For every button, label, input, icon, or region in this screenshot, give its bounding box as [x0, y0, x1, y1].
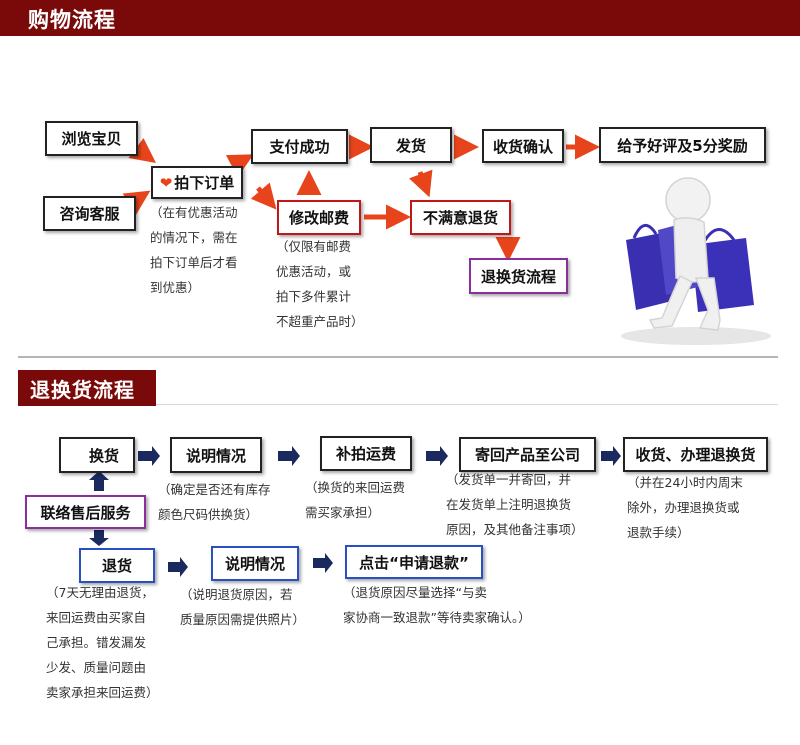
repay-shipping-label: 补拍运费: [336, 443, 396, 464]
shopping-person-illustration: [596, 160, 786, 350]
receive-note-line: 退款手续）: [627, 520, 743, 545]
repay-note-line: （换货的来回运费: [305, 475, 405, 500]
refund-note-line: （7天无理由退货，: [46, 580, 159, 605]
browse-box: 浏览宝贝: [45, 121, 138, 156]
refund-note-line: 少发、质量问题由: [46, 655, 159, 680]
arrow-contact-refund: [89, 530, 109, 546]
arrow-repay-sendback: [426, 446, 448, 466]
receive-note: （并在24小时内周末 除外，办理退换货或 退款手续）: [627, 470, 743, 545]
arrow-sendback-receive: [601, 446, 621, 466]
explain-label-2: 说明情况: [225, 553, 285, 574]
browse-label: 浏览宝贝: [61, 128, 121, 149]
send-back-note-line: （发货单一并寄回，并: [446, 467, 584, 492]
arrow-order-postage: [258, 188, 270, 202]
review-label: 给予好评及5分奖励: [617, 135, 747, 156]
repay-note-line: 需买家承担）: [305, 500, 405, 525]
arrow-explain-apply: [313, 553, 333, 573]
consult-label: 咨询客服: [59, 203, 119, 224]
apply-refund-box: 点击“申请退款”: [345, 545, 483, 579]
exchange-label: 换货: [89, 445, 119, 466]
pay-label: 支付成功: [269, 136, 329, 157]
apply-refund-note: （退货原因尽量选择“与卖 家协商一致退款”等待卖家确认。）: [343, 580, 531, 630]
return-flow-header: 退换货流程: [18, 370, 156, 406]
order-note-line: 拍下订单后才看: [150, 250, 238, 275]
receive-box: 收货确认: [482, 129, 564, 163]
refund-label: 退货: [102, 555, 132, 576]
arrow-contact-exchange: [89, 471, 109, 491]
refund-note-line: 己承担。错发漏发: [46, 630, 159, 655]
repay-note: （换货的来回运费 需买家承担）: [305, 475, 405, 525]
send-back-label: 寄回产品至公司: [475, 444, 580, 465]
explain-note-2-line: 质量原因需提供照片）: [180, 607, 305, 632]
apply-refund-note-line: 家协商一致退款”等待卖家确认。）: [343, 605, 531, 630]
return-flow-title: 退换货流程: [30, 374, 135, 403]
postage-note-line: （仅限有邮费: [276, 234, 364, 259]
unsatisfied-return-box: 不满意退货: [410, 200, 511, 235]
receive-note-line: 除外，办理退换货或: [627, 495, 743, 520]
postage-note: （仅限有邮费 优惠活动，或 拍下多件累计 不超重产品时）: [276, 234, 364, 334]
postage-note-line: 优惠活动，或: [276, 259, 364, 284]
ship-box: 发货: [370, 127, 452, 163]
receive-label: 收货确认: [493, 136, 553, 157]
order-note: （在有优惠活动 的情况下，需在 拍下订单后才看 到优惠）: [150, 200, 238, 300]
unsatisfied-return-label: 不满意退货: [423, 207, 498, 228]
explain-box-2: 说明情况: [211, 546, 299, 581]
refund-box: 退货: [79, 548, 155, 583]
receive-process-box: 收货、办理退换货: [623, 437, 768, 472]
explain-note-2-line: （说明退货原因，若: [180, 582, 305, 607]
send-back-note-line: 在发货单上注明退换货: [446, 492, 584, 517]
order-label: 拍下订单: [174, 172, 234, 193]
arrow-refund-explain: [168, 557, 188, 577]
contact-service-label: 联络售后服务: [40, 502, 130, 523]
refund-note: （7天无理由退货， 来回运费由买家自 己承担。错发漏发 少发、质量问题由 卖家承…: [46, 580, 159, 705]
contact-service-box: 联络售后服务: [25, 495, 146, 529]
explain-box-1: 说明情况: [170, 437, 262, 473]
receive-process-label: 收货、办理退换货: [635, 444, 755, 465]
explain-note-1-line: 颜色尺码供换货）: [158, 502, 271, 527]
arrow-explain-repay: [278, 446, 300, 466]
order-note-line: 的情况下，需在: [150, 225, 238, 250]
postage-note-line: 不超重产品时）: [276, 309, 364, 334]
explain-note-2: （说明退货原因，若 质量原因需提供照片）: [180, 582, 305, 632]
heart-icon: ❤: [160, 174, 173, 192]
repay-shipping-box: 补拍运费: [320, 436, 412, 471]
apply-refund-label: 点击“申请退款”: [359, 552, 469, 573]
refund-note-line: 卖家承担来回运费）: [46, 680, 159, 705]
order-box: ❤ 拍下订单: [151, 166, 243, 199]
order-note-line: （在有优惠活动: [150, 200, 238, 225]
explain-label-1: 说明情况: [186, 445, 246, 466]
order-note-line: 到优惠）: [150, 275, 238, 300]
send-back-note-line: 原因，及其他备注事项）: [446, 517, 584, 542]
consult-box: 咨询客服: [43, 196, 136, 231]
return-header-underline: [156, 404, 778, 405]
modify-postage-label: 修改邮费: [289, 207, 349, 228]
explain-note-1-line: （确定是否还有库存: [158, 477, 271, 502]
ship-label: 发货: [396, 135, 426, 156]
send-back-note: （发货单一并寄回，并 在发货单上注明退换货 原因，及其他备注事项）: [446, 467, 584, 542]
exchange-box: 换货: [59, 437, 135, 473]
pay-box: 支付成功: [251, 129, 348, 164]
arrow-order-pay: [232, 159, 245, 166]
modify-postage-box: 修改邮费: [277, 200, 361, 235]
section-divider: [18, 356, 778, 358]
arrow-ship-unsatisfied: [420, 172, 426, 188]
refund-note-line: 来回运费由买家自: [46, 605, 159, 630]
arrow-exchange-explain: [138, 446, 160, 466]
receive-note-line: （并在24小时内周末: [627, 470, 743, 495]
postage-note-line: 拍下多件累计: [276, 284, 364, 309]
apply-refund-note-line: （退货原因尽量选择“与卖: [343, 580, 531, 605]
review-box: 给予好评及5分奖励: [599, 127, 766, 163]
return-flow-label: 退换货流程: [481, 266, 556, 287]
return-flow-box: 退换货流程: [469, 258, 568, 294]
explain-note-1: （确定是否还有库存 颜色尺码供换货）: [158, 477, 271, 527]
